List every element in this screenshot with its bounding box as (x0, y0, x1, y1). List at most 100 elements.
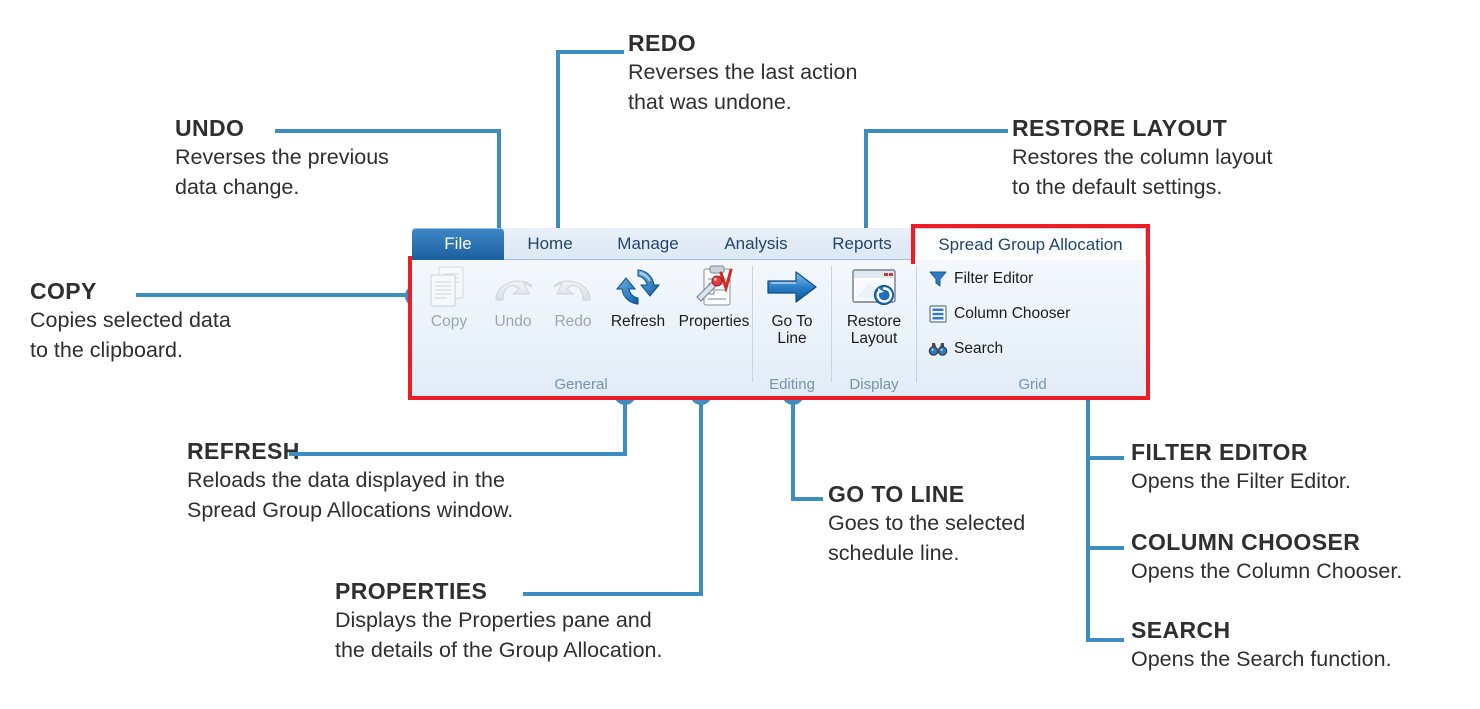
redo-arrow-icon (542, 264, 604, 310)
highlight-box-active-tab (911, 224, 1150, 264)
ribbon-button-column-chooser-label: Column Chooser (954, 305, 1071, 322)
go-to-line-label-line1: Go To (771, 313, 813, 330)
ribbon: File Home Manage Analysis Reports Spread… (408, 224, 1150, 400)
callout-filter-editor-line1: Opens the Filter Editor. (1131, 469, 1351, 493)
ribbon-button-refresh[interactable]: Refresh (602, 264, 674, 330)
callout-column-chooser: COLUMN CHOOSER Opens the Column Chooser. (1131, 528, 1402, 586)
leader-restore-layout-horizontal (864, 129, 1008, 133)
binoculars-icon (927, 339, 949, 359)
ribbon-group-display-label: Display (849, 376, 899, 393)
callout-restore-layout-line2: to the default settings. (1012, 175, 1223, 199)
callout-column-chooser-body: Opens the Column Chooser. (1131, 556, 1402, 586)
callout-go-to-line-title: GO TO LINE (828, 481, 965, 507)
leader-search-stub (1086, 638, 1124, 642)
go-to-line-label-line2: Line (777, 330, 807, 347)
callout-go-to-line-line1: Goes to the selected (828, 511, 1026, 535)
restore-layout-label-line2: Layout (850, 330, 898, 347)
leader-grid-spine (1086, 284, 1090, 642)
ribbon-button-refresh-label: Refresh (610, 313, 666, 330)
callout-restore-layout-body: Restores the column layout to the defaul… (1012, 142, 1273, 202)
ribbon-button-undo[interactable]: Undo (482, 264, 544, 330)
ribbon-tab-strip: File Home Manage Analysis Reports Spread… (412, 228, 1146, 260)
callout-column-chooser-line1: Opens the Column Chooser. (1131, 559, 1403, 583)
ribbon-button-copy[interactable]: Copy (418, 264, 480, 330)
ribbon-button-restore-layout[interactable]: Restore Layout (836, 264, 912, 347)
ribbon-group-grid-label: Grid (1018, 376, 1047, 393)
callout-refresh: REFRESH Reloads the data displayed in th… (187, 437, 513, 525)
leader-redo-vertical (556, 50, 560, 250)
callout-refresh-body: Reloads the data displayed in the Spread… (187, 465, 513, 525)
ribbon-button-redo-label: Redo (554, 313, 592, 330)
callout-properties-line1: Displays the Properties pane and (335, 608, 652, 632)
restore-window-icon (836, 264, 912, 310)
ribbon-tab-file[interactable]: File (412, 228, 504, 260)
ribbon-group-separator-2 (831, 266, 832, 382)
ribbon-button-go-to-line-label: Go To Line (757, 313, 827, 347)
restore-layout-label-line1: Restore (846, 313, 902, 330)
ribbon-group-grid: Filter Editor Column Chooser (919, 260, 1146, 396)
callout-copy-line2: to the clipboard. (30, 338, 183, 362)
leader-copy-horizontal (136, 293, 418, 297)
callout-search-title: SEARCH (1131, 617, 1231, 643)
callout-go-to-line-body: Goes to the selected schedule line. (828, 508, 1025, 568)
callout-copy-body: Copies selected data to the clipboard. (30, 305, 231, 365)
callout-search-body: Opens the Search function. (1131, 644, 1392, 674)
highlight-box-ribbon (408, 256, 1150, 400)
callout-redo-title: REDO (628, 30, 697, 56)
leader-refresh-horizontal (289, 452, 627, 456)
ribbon-group-separator-1 (752, 266, 753, 382)
ribbon-button-properties[interactable]: Properties (670, 264, 758, 330)
ribbon-button-restore-layout-label: Restore Layout (836, 313, 912, 347)
leader-column-chooser-stub (1086, 546, 1124, 550)
ribbon-group-general-label: General (554, 376, 608, 393)
ribbon-tab-home[interactable]: Home (527, 234, 573, 253)
leader-properties-vertical (699, 396, 703, 592)
ribbon-button-search-label: Search (954, 340, 1004, 357)
callout-refresh-line1: Reloads the data displayed in the (187, 468, 505, 492)
callout-search-line1: Opens the Search function. (1131, 647, 1392, 671)
callout-refresh-line2: Spread Group Allocations window. (187, 498, 514, 522)
ribbon-tab-manage[interactable]: Manage (617, 234, 679, 253)
callout-go-to-line-line2: schedule line. (828, 541, 960, 565)
leader-undo-vertical (497, 129, 501, 249)
columns-list-icon (927, 304, 949, 324)
ribbon-button-filter-editor-label: Filter Editor (954, 270, 1034, 287)
copy-icon (418, 264, 480, 310)
ribbon-button-copy-label: Copy (430, 313, 468, 330)
callout-properties-title: PROPERTIES (335, 578, 488, 604)
ribbon-button-filter-editor[interactable]: Filter Editor (927, 268, 1033, 290)
callout-copy-title: COPY (30, 278, 97, 304)
callout-filter-editor-body: Opens the Filter Editor. (1131, 466, 1351, 496)
ribbon-button-column-chooser[interactable]: Column Chooser (927, 303, 1070, 325)
leader-go-to-line-vertical (791, 396, 795, 497)
leader-restore-layout-vertical (864, 129, 868, 254)
leader-properties-horizontal (523, 592, 703, 596)
callout-undo-line1: Reverses the previous (175, 145, 389, 169)
callout-redo-line1: Reverses the last action (628, 60, 858, 84)
callout-redo-line2: that was undone. (628, 90, 792, 114)
ribbon-group-editing: Go To Line Editing (755, 260, 829, 396)
leader-filter-editor-stub (1086, 456, 1124, 460)
ribbon-button-redo[interactable]: Redo (542, 264, 604, 330)
callout-copy: COPY Copies selected data to the clipboa… (30, 277, 231, 365)
callout-restore-layout-line1: Restores the column layout (1012, 145, 1273, 169)
callout-undo-body: Reverses the previous data change. (175, 142, 389, 202)
ribbon-button-search[interactable]: Search (927, 338, 1003, 360)
ribbon-tab-reports[interactable]: Reports (832, 234, 892, 253)
callout-undo-line2: data change. (175, 175, 300, 199)
callout-redo-body: Reverses the last action that was undone… (628, 57, 857, 117)
ribbon-tab-analysis[interactable]: Analysis (724, 234, 788, 253)
callout-filter-editor-title: FILTER EDITOR (1131, 439, 1308, 465)
ribbon-tab-spread-group-allocation[interactable]: Spread Group Allocation (915, 228, 1146, 260)
ribbon-button-go-to-line[interactable]: Go To Line (757, 264, 827, 347)
callout-restore-layout: RESTORE LAYOUT Restores the column layou… (1012, 114, 1273, 202)
funnel-icon (927, 269, 949, 289)
undo-arrow-icon (482, 264, 544, 310)
ribbon-content: Copy Undo (412, 260, 1146, 396)
callout-properties-body: Displays the Properties pane and the det… (335, 605, 663, 665)
callout-go-to-line: GO TO LINE Goes to the selected schedule… (828, 480, 1025, 568)
callout-column-chooser-title: COLUMN CHOOSER (1131, 529, 1361, 555)
callout-properties: PROPERTIES Displays the Properties pane … (335, 577, 663, 665)
leader-undo-horizontal (275, 129, 501, 133)
